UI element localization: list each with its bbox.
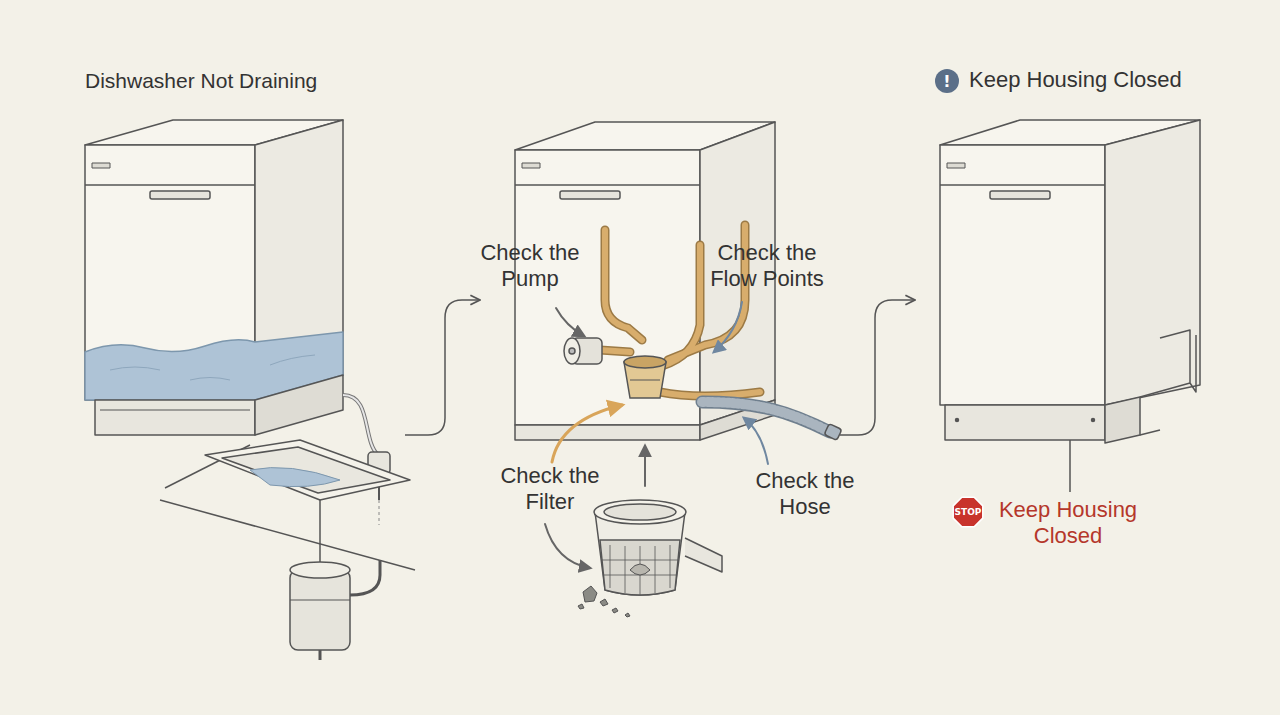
dishwasher-closed: [956, 419, 959, 422]
kitchen-sink: [160, 500, 415, 570]
drain-pump: [564, 338, 602, 364]
kitchen-sink: [205, 440, 410, 500]
kitchen-sink: [290, 562, 350, 578]
dishwasher-closed: [1092, 419, 1095, 422]
warning-text: Keep Housing Closed: [988, 497, 1148, 549]
dishwasher-flooded: [100, 410, 250, 411]
debris: [578, 586, 630, 617]
internal-pipes: [600, 350, 630, 352]
debris: [583, 586, 597, 602]
callout-text: Check the Hose: [745, 468, 865, 520]
callout-text: Check the Flow Points: [702, 240, 832, 292]
callout-text: Check the Pump: [470, 240, 590, 292]
debris: [600, 599, 608, 606]
dishwasher-flooded: [92, 163, 110, 168]
kitchen-sink: [319, 500, 321, 570]
dishwasher-closed: [947, 163, 965, 168]
filter-closeup: [685, 538, 722, 572]
kitchen-sink: [290, 570, 350, 650]
filter-cup: [624, 356, 666, 398]
filter-closeup: [602, 545, 678, 595]
filter-closeup: [604, 504, 676, 520]
drain-pump: [569, 348, 575, 354]
dishwasher-flooded: [85, 120, 343, 435]
filter-cup: [624, 356, 666, 368]
internal-pipes: [660, 392, 760, 396]
dishwasher-closed: [940, 120, 1200, 443]
filter-closeup: [630, 564, 650, 575]
callout-arrow: [545, 524, 590, 568]
drain-hose: [343, 395, 378, 455]
dishwasher-flooded: [85, 184, 255, 186]
callout-arrow: [714, 302, 742, 352]
kitchen-sink: [250, 468, 340, 487]
step-arrow: [405, 300, 480, 435]
internal-pipes: [660, 392, 760, 396]
internal-pipes: [662, 245, 700, 366]
step-arrow: [840, 300, 915, 435]
node-text: !: [934, 68, 960, 94]
callout-text: Check the Filter: [490, 463, 610, 515]
dishwasher-flooded: [95, 400, 255, 435]
outlet-hose: [702, 402, 842, 440]
dishwasher-closed: [940, 145, 1105, 405]
callout-arrow: [552, 405, 622, 462]
kitchen-sink: [290, 600, 350, 601]
filter-closeup: [594, 500, 722, 595]
internal-pipes: [605, 230, 642, 340]
kitchen-sink: [350, 560, 380, 595]
dishwasher-closed: [945, 405, 1105, 440]
outlet-hose: [702, 402, 830, 432]
dishwasher-flooded: [255, 375, 343, 435]
debris: [625, 613, 630, 617]
dishwasher-flooded: [150, 191, 210, 199]
internal-pipes: [605, 230, 642, 340]
dishwasher-cutaway: [515, 184, 700, 186]
outlet-hose: [824, 424, 842, 441]
callout-arrow: [744, 418, 768, 464]
filter-closeup: [600, 540, 680, 595]
drain-pump: [564, 338, 580, 364]
dishwasher-closed: [1140, 330, 1196, 435]
internal-pipes: [600, 350, 630, 352]
callout-arrow: [644, 446, 646, 486]
filter-cup: [630, 380, 660, 381]
alert-icon: !: [934, 68, 960, 94]
alert-icon-outline: [935, 69, 959, 93]
dishwasher-cutaway: [522, 163, 540, 168]
callout-arrow: [545, 302, 768, 568]
dishwasher-closed: [940, 184, 1105, 186]
debris: [578, 604, 584, 609]
debris: [612, 608, 618, 613]
panel-heading: Dishwasher Not Draining: [85, 68, 445, 94]
node-text: STOP: [951, 495, 985, 529]
leader-line: [1069, 440, 1071, 492]
dishwasher-cutaway: [515, 425, 700, 440]
callout-arrow: [556, 308, 584, 336]
dishwasher-closed: [1105, 397, 1140, 443]
kitchen-sink: [222, 447, 390, 493]
stop-sign: STOP: [951, 495, 985, 529]
dishwasher-closed: [990, 191, 1050, 199]
drain-hose: [343, 395, 378, 455]
leader-line: [1070, 440, 1071, 492]
filter-closeup: [594, 500, 686, 524]
kitchen-sink: [319, 650, 322, 660]
dishwasher-flooded: [110, 355, 315, 380]
dishwasher-cutaway: [560, 191, 620, 199]
kitchen-sink: [160, 440, 415, 660]
outlet-hose: [702, 402, 830, 432]
panel-heading: Keep Housing Closed: [969, 67, 1269, 93]
dishwasher-closed: [1105, 120, 1200, 405]
drain-hose: [379, 500, 380, 525]
